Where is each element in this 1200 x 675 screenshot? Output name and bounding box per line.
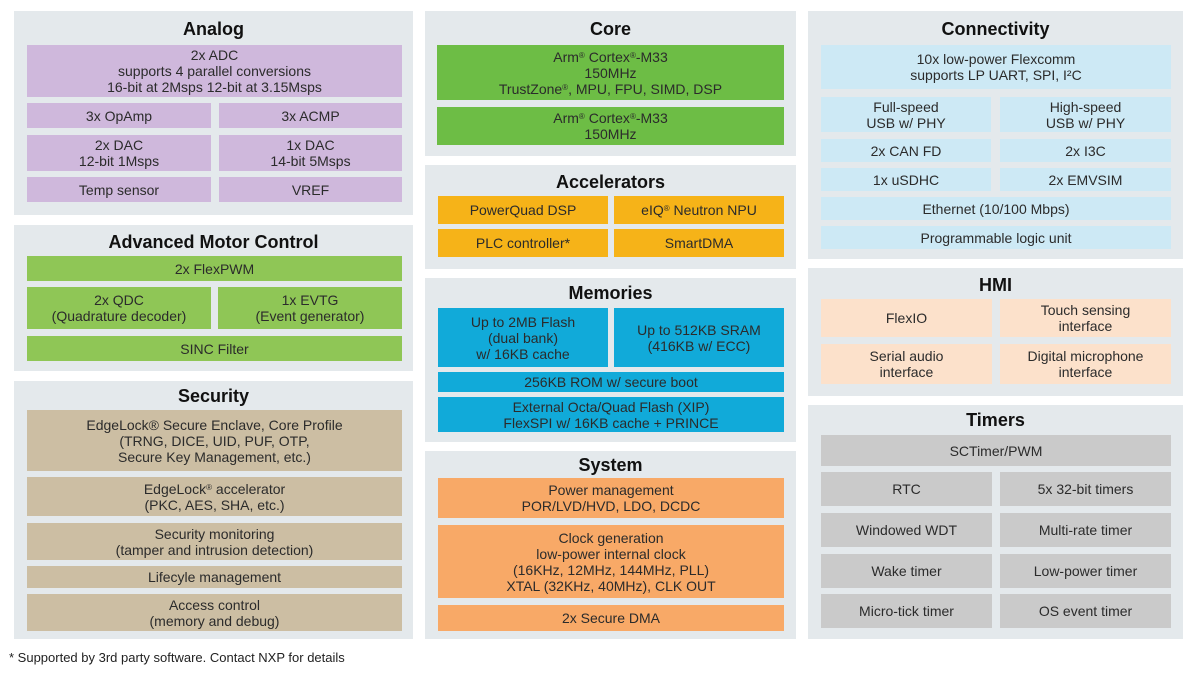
adc-block: 2x ADC supports 4 parallel conversions 1… [27,45,402,97]
accelerators-title: Accelerators [555,172,666,192]
analog-panel: Analog 2x ADC supports 4 parallel conver… [14,11,413,215]
opamp-block: 3x OpAmp [27,103,211,128]
secure-enclave-text: EdgeLock® Secure Enclave, Core Profile (… [86,416,343,465]
smartdma-block: SmartDMA [614,229,784,257]
connectivity-panel: Connectivity 10x low-power Flexcomm supp… [808,11,1183,259]
core-secondary-block: Arm® Cortex®-M33 150MHz [437,107,784,145]
security-monitoring-block: Security monitoring (tamper and intrusio… [27,523,402,560]
micro-tick-timer-block: Micro-tick timer [821,594,992,628]
secure-enclave-block: EdgeLock® Secure Enclave, Core Profile (… [27,410,402,471]
can-fd-block: 2x CAN FD [821,139,991,162]
touch-sensing-block: Touch sensing interface [1000,299,1171,337]
neutron-npu-block: eIQ® Neutron NPU [614,196,784,224]
security-panel: Security EdgeLock® Secure Enclave, Core … [14,381,413,639]
core-primary-block: Arm® Cortex®-M33 150MHz TrustZone®, MPU,… [437,45,784,100]
sctimer-block: SCTimer/PWM [821,435,1171,466]
windowed-wdt-block: Windowed WDT [821,513,992,547]
dac-14bit-block: 1x DAC 14-bit 5Msps [219,135,402,171]
memories-panel: Memories Up to 2MB Flash (dual bank) w/ … [425,278,796,442]
flexio-block: FlexIO [821,299,992,337]
timers-title: Timers [966,410,1025,430]
powerquad-dsp-block: PowerQuad DSP [438,196,608,224]
fs-usb-block: Full-speed USB w/ PHY [821,97,991,132]
hs-usb-block: High-speed USB w/ PHY [1000,97,1171,132]
connectivity-title: Connectivity [941,19,1050,39]
footnote: * Supported by 3rd party software. Conta… [9,650,345,665]
hmi-title: HMI [979,275,1012,295]
system-title: System [578,455,643,475]
i3c-block: 2x I3C [1000,139,1171,162]
plc-controller-block: PLC controller* [438,229,608,257]
core-panel: Core Arm® Cortex®-M33 150MHz TrustZone®,… [425,11,796,156]
qdc-block: 2x QDC (Quadrature decoder) [27,287,211,329]
flexcomm-block: 10x low-power Flexcomm supports LP UART,… [821,45,1171,89]
power-management-block: Power management POR/LVD/HVD, LDO, DCDC [438,478,784,518]
low-power-timer-block: Low-power timer [1000,554,1171,588]
accelerators-panel: Accelerators PowerQuad DSP eIQ® Neutron … [425,165,796,269]
motor-control-panel: Advanced Motor Control 2x FlexPWM 2x QDC… [14,225,413,371]
acmp-block: 3x ACMP [219,103,402,128]
sinc-filter-block: SINC Filter [27,336,402,361]
edgelock-accelerator-block: EdgeLock® accelerator (PKC, AES, SHA, et… [27,477,402,516]
multi-rate-timer-block: Multi-rate timer [1000,513,1171,547]
rom-block: 256KB ROM w/ secure boot [438,372,784,392]
usdhc-block: 1x uSDHC [821,168,991,191]
access-control-block: Access control (memory and debug) [27,594,402,631]
temp-sensor-block: Temp sensor [27,177,211,202]
evtg-block: 1x EVTG (Event generator) [218,287,402,329]
plu-block: Programmable logic unit [821,226,1171,249]
memories-title: Memories [568,283,653,303]
32bit-timers-block: 5x 32-bit timers [1000,472,1171,506]
hmi-panel: HMI FlexIO Touch sensing interface Seria… [808,268,1183,396]
emvsim-block: 2x EMVSIM [1000,168,1171,191]
security-title: Security [177,386,250,406]
ethernet-block: Ethernet (10/100 Mbps) [821,197,1171,220]
serial-audio-block: Serial audio interface [821,344,992,384]
motor-control-title: Advanced Motor Control [108,232,319,252]
secure-dma-block: 2x Secure DMA [438,605,784,631]
flash-block: Up to 2MB Flash (dual bank) w/ 16KB cach… [438,308,608,367]
rtc-block: RTC [821,472,992,506]
timers-panel: Timers SCTimer/PWM RTC 5x 32-bit timers … [808,405,1183,639]
sram-block: Up to 512KB SRAM (416KB w/ ECC) [614,308,784,367]
digital-microphone-block: Digital microphone interface [1000,344,1171,384]
analog-title: Analog [183,19,244,39]
clock-generation-block: Clock generation low-power internal cloc… [438,525,784,598]
wake-timer-block: Wake timer [821,554,992,588]
lifecycle-management-block: Lifecyle management [27,566,402,588]
flexpwm-block: 2x FlexPWM [27,256,402,281]
system-panel: System Power management POR/LVD/HVD, LDO… [425,451,796,639]
os-event-timer-block: OS event timer [1000,594,1171,628]
dac-12bit-block: 2x DAC 12-bit 1Msps [27,135,211,171]
external-flash-block: External Octa/Quad Flash (XIP) FlexSPI w… [438,397,784,432]
core-title: Core [589,19,631,39]
vref-block: VREF [219,177,402,202]
